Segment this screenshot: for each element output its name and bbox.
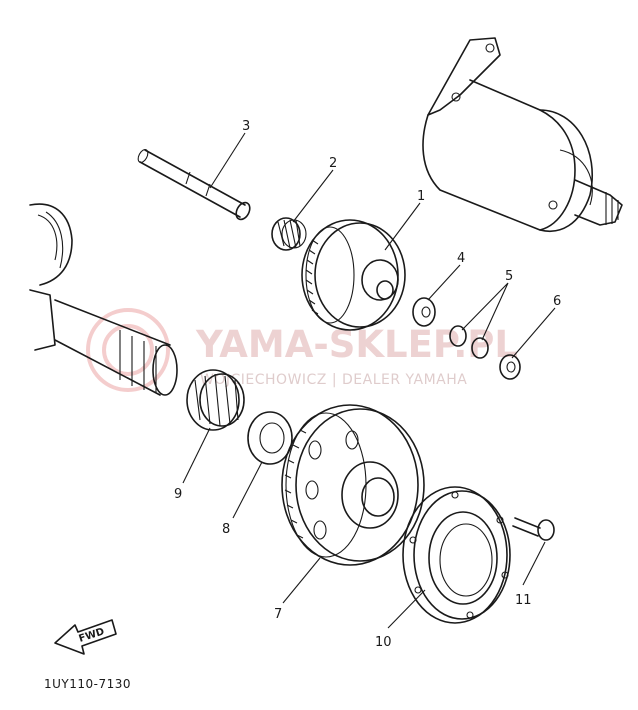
part-4-washer <box>412 297 436 327</box>
watermark-dealer: WOJCIECHOWICZ | DEALER YAMAHA <box>200 372 467 388</box>
callout-1: 1 <box>417 189 425 204</box>
part-5-circlips <box>449 325 489 359</box>
callout-5: 5 <box>505 269 513 284</box>
part-11-bolt <box>512 517 555 541</box>
part-code: 1UY110-7130 <box>44 677 131 691</box>
callout-2: 2 <box>329 156 337 171</box>
part-2-needle-bearing <box>271 217 307 251</box>
callout-11: 11 <box>515 593 532 608</box>
part-10-oneway-clutch <box>402 486 511 624</box>
callout-10: 10 <box>375 635 392 650</box>
callout-7: 7 <box>274 607 282 622</box>
callout-4: 4 <box>457 251 465 266</box>
callout-6: 6 <box>553 294 561 309</box>
starter-motor <box>422 37 623 232</box>
callout-numbers: 3 2 1 4 5 6 9 8 7 10 11 <box>174 119 561 650</box>
leader-lines <box>182 132 556 629</box>
watermark: YAMA-SKLEP.PL WOJCIECHOWICZ | DEALER YAM… <box>86 308 518 392</box>
crankshaft-end <box>29 203 178 396</box>
callout-3: 3 <box>242 119 250 134</box>
part-8-washer <box>247 411 293 465</box>
callout-9: 9 <box>174 487 182 502</box>
callout-8: 8 <box>222 522 230 537</box>
part-6-washer <box>499 354 521 380</box>
part-3-shaft <box>137 148 251 221</box>
part-7-wheel-gear <box>281 404 425 566</box>
forward-arrow-icon: FWD <box>54 619 117 655</box>
part-9-bearing <box>186 369 245 431</box>
part-1-idle-gear <box>301 219 406 331</box>
